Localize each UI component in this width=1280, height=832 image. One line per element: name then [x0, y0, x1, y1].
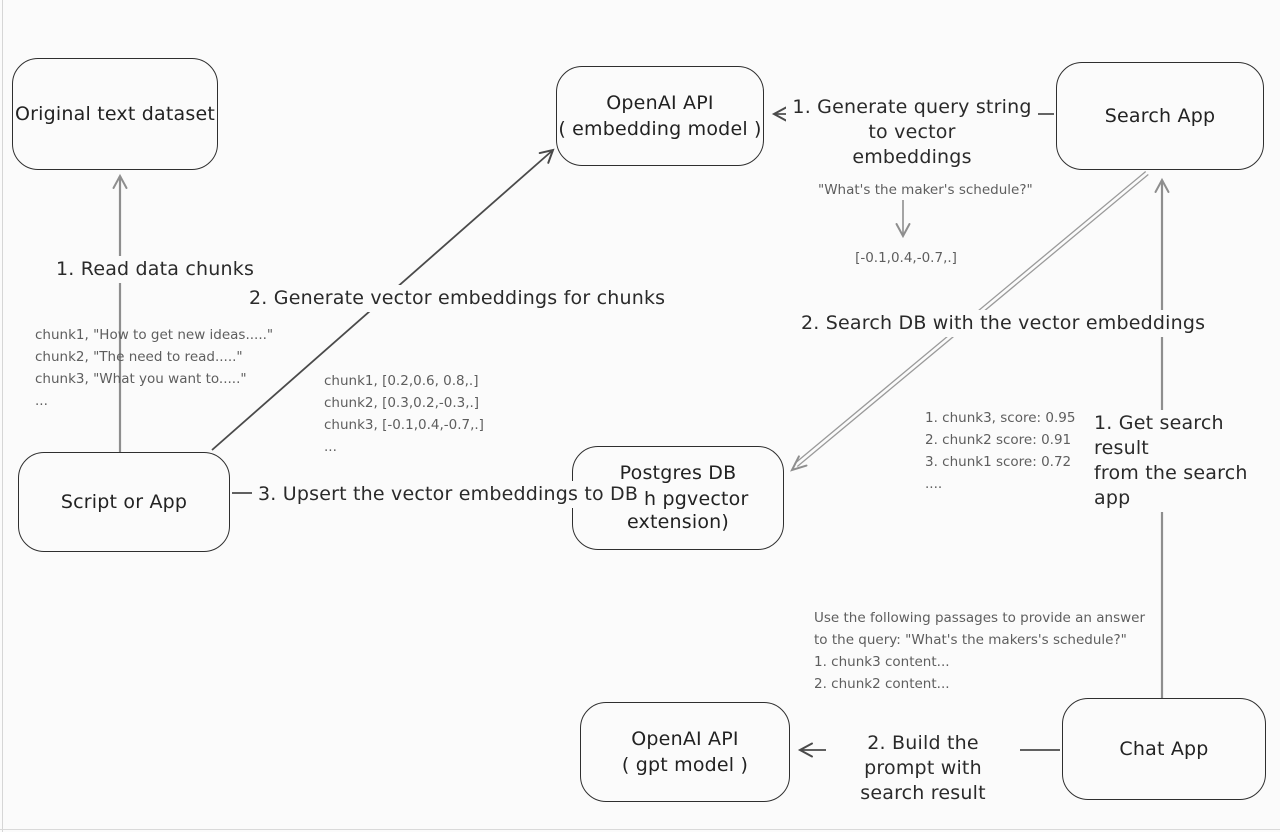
node-label: Script or App — [60, 490, 188, 513]
canvas-bottom-edge — [0, 829, 1280, 830]
node-chat-app: Chat App — [1062, 698, 1266, 800]
edge-label-generate-embeddings: 2. Generate vector embeddings for chunks — [243, 285, 672, 313]
node-label: OpenAI API — [631, 727, 739, 750]
node-label: Original text dataset — [15, 102, 215, 125]
edge-label-build-prompt: 2. Build the prompt with search result — [826, 730, 1020, 808]
node-sublabel: ( embedding model ) — [558, 117, 762, 140]
canvas-left-edge — [2, 0, 3, 832]
edge-label-query-string: 1. Generate query string to vector embed… — [786, 94, 1038, 172]
node-script-or-app: Script or App — [18, 452, 230, 552]
arrow-search-db-head — [790, 455, 808, 472]
annotation-query-string: "What's the maker's schedule?" — [818, 182, 1033, 198]
annotation-chunk-samples: chunk1, "How to get new ideas....." chun… — [35, 327, 274, 409]
annotation-prompt-text: Use the following passages to provide an… — [814, 610, 1146, 692]
annotation-search-scores: 1. chunk3, score: 0.95 2. chunk2 score: … — [925, 410, 1076, 492]
node-label: Postgres DB — [619, 462, 737, 485]
annotation-query-vector: [-0.1,0.4,-0.7,.] — [855, 250, 957, 266]
node-original-text-dataset: Original text dataset — [12, 58, 218, 170]
edge-label-search-db: 2. Search DB with the vector embeddings — [795, 310, 1212, 338]
node-label: OpenAI API — [606, 91, 714, 114]
node-label: Search App — [1104, 104, 1216, 127]
edge-label-upsert: 3. Upsert the vector embeddings to DB — [252, 481, 645, 509]
node-openai-embedding-api: OpenAI API ( embedding model ) — [556, 66, 764, 166]
node-sublabel: ( gpt model ) — [621, 753, 749, 776]
node-label: Chat App — [1119, 737, 1209, 760]
edge-label-get-result: 1. Get search result from the search app — [1088, 410, 1280, 513]
annotation-vector-samples: chunk1, [0.2,0.6, 0.8,.] chunk2, [0.3,0.… — [324, 373, 484, 455]
edge-label-read-chunks: 1. Read data chunks — [50, 256, 261, 284]
node-openai-gpt-api: OpenAI API ( gpt model ) — [580, 702, 790, 802]
node-search-app: Search App — [1056, 62, 1264, 170]
